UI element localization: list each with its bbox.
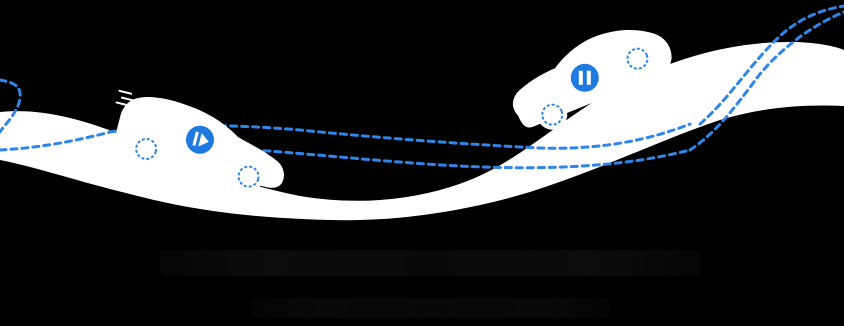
faded-caption-line-2 — [250, 298, 610, 318]
faded-caption-line-1 — [160, 250, 700, 276]
pause-icon — [571, 64, 599, 92]
